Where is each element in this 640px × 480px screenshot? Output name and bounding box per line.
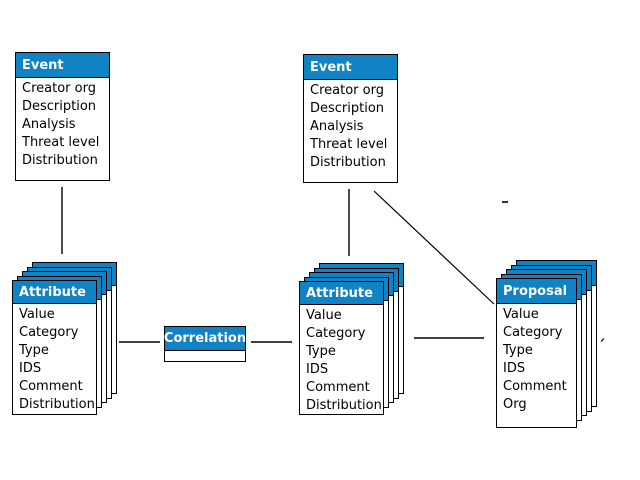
correlation-node: Correlation: [164, 326, 246, 362]
attribute-left-title: Attribute: [13, 281, 96, 304]
proposal-title: Proposal: [497, 279, 576, 304]
field-row: Threat level: [310, 137, 388, 152]
field-row: Comment: [19, 379, 83, 394]
field-row: Category: [503, 325, 563, 340]
field-row: IDS: [306, 362, 329, 377]
field-row: Comment: [503, 379, 567, 394]
field-row: Org: [503, 397, 527, 412]
field-row: Type: [19, 343, 49, 358]
field-row: Value: [306, 308, 342, 323]
attribute-middle-title: Attribute: [300, 282, 383, 305]
field-row: IDS: [19, 361, 42, 376]
field-row: IDS: [503, 361, 526, 376]
field-row: Analysis: [310, 119, 364, 134]
field-row: Creator org: [22, 81, 96, 96]
field-row: Value: [503, 307, 539, 322]
field-row: Type: [306, 344, 336, 359]
field-row: Analysis: [22, 117, 76, 132]
field-row: Value: [19, 307, 55, 322]
field-row: Creator org: [310, 83, 384, 98]
field-row: Distribution: [310, 155, 386, 170]
event-left-title: Event: [16, 53, 109, 78]
field-row: Distribution: [306, 398, 382, 413]
correlation-title: Correlation: [164, 327, 246, 351]
field-row: Distribution: [22, 153, 98, 168]
field-row: Description: [22, 99, 97, 114]
field-row: Description: [310, 101, 385, 116]
field-row: Category: [19, 325, 79, 340]
field-row: Distribution: [19, 397, 95, 412]
field-row: Category: [306, 326, 366, 341]
field-row: Threat level: [22, 135, 100, 150]
stray-mark-tick: [600, 338, 605, 342]
event-right-title: Event: [304, 55, 397, 80]
field-row: Type: [503, 343, 533, 358]
field-row: Comment: [306, 380, 370, 395]
